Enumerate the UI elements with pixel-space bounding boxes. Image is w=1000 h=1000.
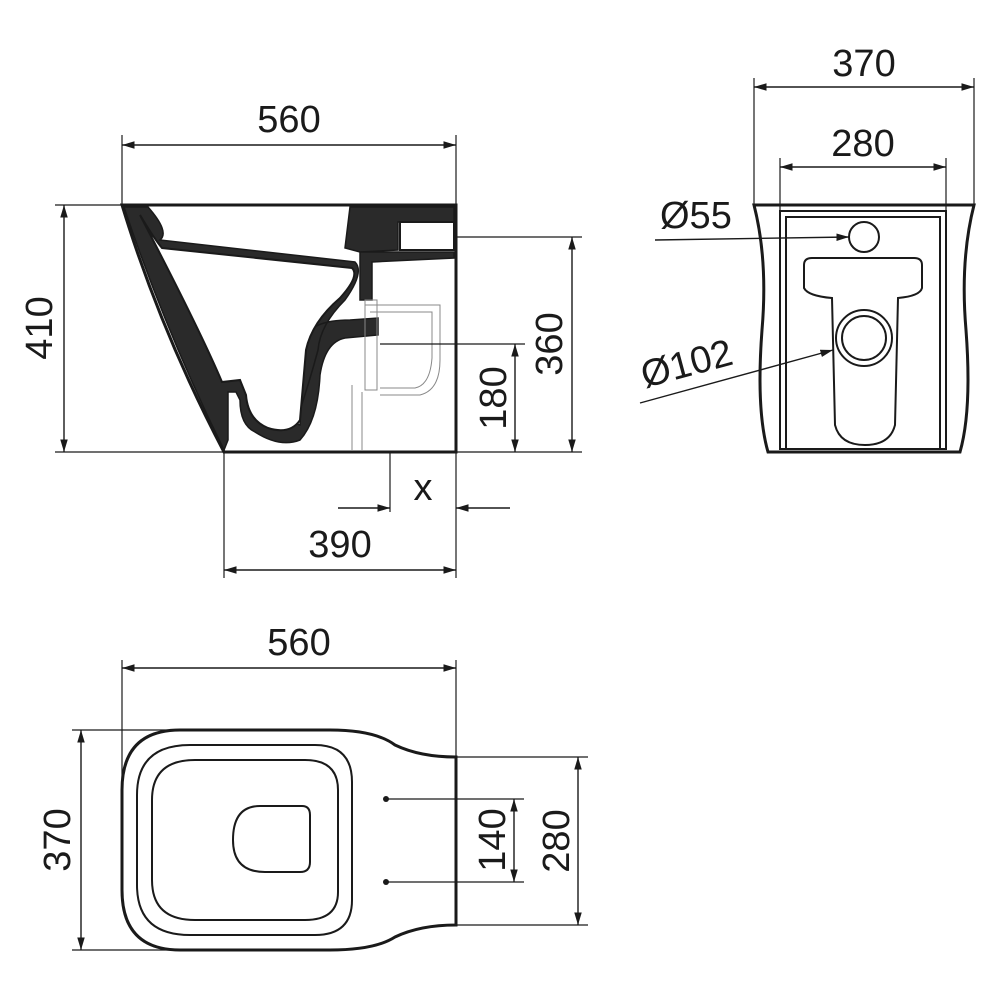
rear-inner-width-label: 280 bbox=[831, 123, 894, 165]
side-view-rim-section bbox=[344, 206, 455, 253]
side-base-depth-label: 390 bbox=[308, 524, 371, 566]
rear-view: 370 280 Ø55 Ø102 bbox=[636, 43, 976, 454]
rear-outlet-circle-inner bbox=[841, 315, 887, 361]
rear-view-inner-frame-2 bbox=[785, 216, 941, 450]
rear-inlet-diameter-label: Ø55 bbox=[660, 195, 732, 237]
top-width-label: 370 bbox=[37, 808, 79, 871]
side-outlet-height-label: 360 bbox=[529, 312, 571, 375]
rear-inlet-circle bbox=[848, 221, 880, 253]
side-view-outlet-connector bbox=[351, 299, 441, 450]
top-hole-spacing-label: 140 bbox=[472, 808, 514, 871]
rear-view-inner-frame bbox=[779, 210, 947, 450]
rear-view-outline bbox=[752, 203, 976, 454]
top-length-label: 560 bbox=[267, 622, 330, 664]
side-width-label: 560 bbox=[257, 99, 320, 141]
top-rear-width-label: 280 bbox=[536, 809, 578, 872]
side-view-rear-section bbox=[359, 251, 455, 301]
side-view-inlet bbox=[399, 221, 455, 251]
top-view-seat-inner bbox=[151, 759, 339, 921]
rear-outlet-diameter-label: Ø102 bbox=[636, 332, 737, 397]
top-view-seat-outer bbox=[136, 744, 353, 936]
side-outlet-center-label: 180 bbox=[473, 366, 515, 429]
rear-width-label: 370 bbox=[832, 43, 895, 85]
top-view: 560 370 140 280 bbox=[37, 622, 588, 952]
side-height-label: 410 bbox=[19, 296, 61, 359]
side-view: 560 410 360 180 x 390 bbox=[19, 99, 582, 578]
rear-outlet-circle-outer bbox=[835, 309, 893, 367]
side-offset-label: x bbox=[414, 467, 433, 509]
side-view-bowl-inner bbox=[139, 214, 356, 432]
rear-view-outlet-recess bbox=[803, 257, 923, 447]
top-view-bowl-opening bbox=[231, 805, 311, 873]
